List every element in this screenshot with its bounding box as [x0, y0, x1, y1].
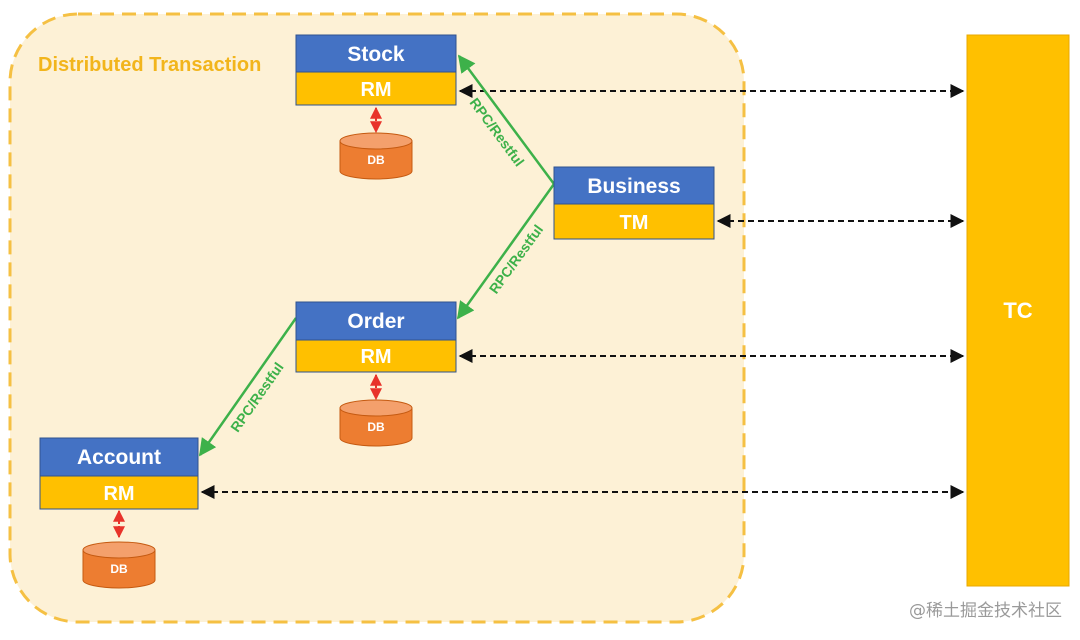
- stock-title: Stock: [347, 43, 405, 66]
- tc-box: [966, 34, 1070, 587]
- account-role-label: RM: [103, 483, 134, 505]
- business-service: Business TM: [553, 166, 715, 240]
- tc-connections: [200, 84, 965, 499]
- order-title: Order: [347, 310, 404, 333]
- account-rm-box: [39, 475, 199, 510]
- account-db-body: [82, 549, 156, 589]
- tc-label: TC: [1003, 298, 1032, 323]
- business-order-rpc-arrow: [456, 183, 556, 320]
- stock-db-label: DB: [367, 153, 385, 167]
- account-db-cylinder: DB: [82, 541, 156, 589]
- order-rm-box: [295, 339, 457, 373]
- region-label: Distributed Transaction: [38, 54, 261, 76]
- business-stock-rpc-arrow: [457, 54, 556, 185]
- db-links: [113, 106, 382, 539]
- order-account-rpc-arrow: [198, 317, 298, 457]
- order-db-body: [339, 407, 413, 447]
- stock-header: [295, 34, 457, 73]
- stock-rm-box: [295, 71, 457, 106]
- account-db-label: DB: [110, 562, 128, 576]
- order-role-label: RM: [360, 346, 391, 368]
- account-service: Account RM: [39, 437, 199, 510]
- account-header: [39, 437, 199, 477]
- stock-db-cylinder: DB: [339, 132, 413, 180]
- business-title: Business: [587, 175, 680, 198]
- transaction-coordinator: TC: [966, 34, 1070, 587]
- order-db-top: [339, 399, 413, 417]
- order-db-cylinder: DB: [339, 399, 413, 447]
- order-db-label: DB: [367, 420, 385, 434]
- business-tm-box: [553, 203, 715, 240]
- account-title: Account: [77, 446, 161, 469]
- account-db-top: [82, 541, 156, 559]
- order-header: [295, 301, 457, 341]
- business-role-label: TM: [620, 212, 649, 234]
- stock-db-body: [339, 140, 413, 180]
- stock-db-top: [339, 132, 413, 150]
- stock-service: Stock RM: [295, 34, 457, 106]
- order-service: Order RM: [295, 301, 457, 373]
- watermark: @稀土掘金技术社区: [909, 601, 1062, 621]
- stock-role-label: RM: [360, 79, 391, 101]
